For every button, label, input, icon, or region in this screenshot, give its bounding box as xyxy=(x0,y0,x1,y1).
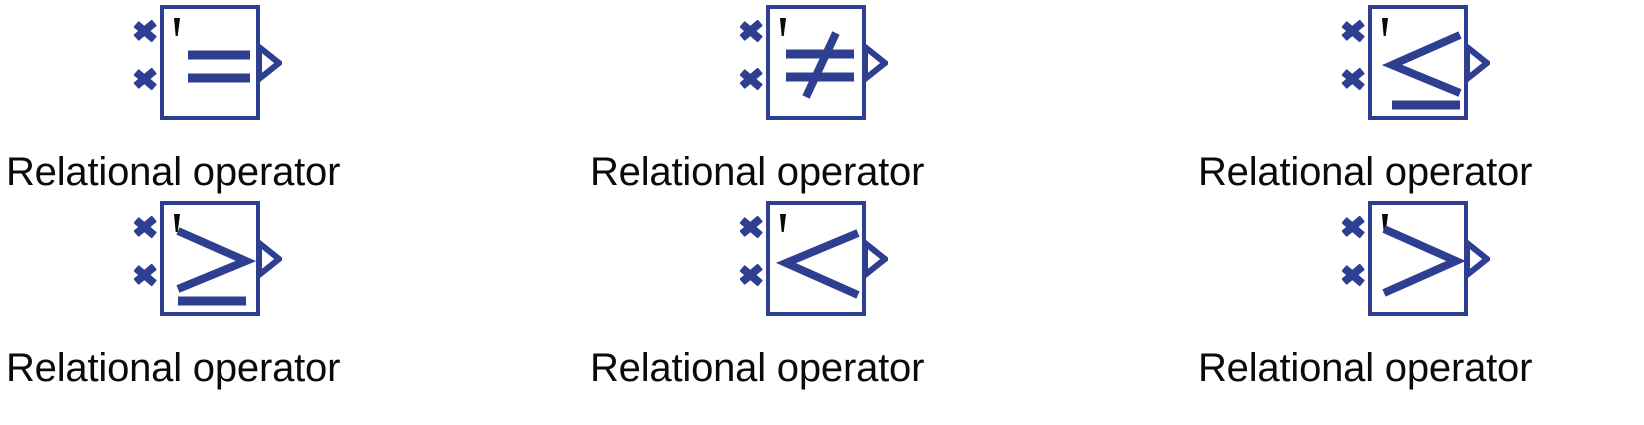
output-port-triangle-icon[interactable] xyxy=(1464,44,1490,82)
block-caption-ge: Relational operator xyxy=(6,346,341,390)
block-caption-gt: Relational operator xyxy=(1198,346,1533,390)
relational-operator-block-ge[interactable] xyxy=(112,196,312,336)
relational-operator-block-lt[interactable] xyxy=(718,196,918,336)
block-caption-neq: Relational operator xyxy=(590,150,925,194)
relational-operator-block-eq[interactable] xyxy=(112,0,312,140)
block-caption-eq: Relational operator xyxy=(6,150,341,194)
operator-symbol-not-equal-to-icon xyxy=(766,5,866,120)
relational-operator-block-le[interactable] xyxy=(1320,0,1520,140)
operator-symbol-less-than-icon xyxy=(766,201,866,316)
block-tick-mark-icon xyxy=(780,214,786,232)
block-tick-mark-icon xyxy=(1382,18,1388,36)
output-port-triangle-icon[interactable] xyxy=(862,240,888,278)
output-port-triangle-icon[interactable] xyxy=(862,44,888,82)
output-port-triangle-icon[interactable] xyxy=(256,44,282,82)
operator-symbol-greater-than-or-equal-to-icon xyxy=(160,201,260,316)
block-tick-mark-icon xyxy=(174,18,180,36)
output-port-triangle-icon[interactable] xyxy=(256,240,282,278)
block-tick-mark-icon xyxy=(174,214,180,232)
relational-operator-block-neq[interactable] xyxy=(718,0,918,140)
block-caption-le: Relational operator xyxy=(1198,150,1533,194)
block-tick-mark-icon xyxy=(780,18,786,36)
relational-operator-block-gt[interactable] xyxy=(1320,196,1520,336)
operator-symbol-greater-than-icon xyxy=(1368,201,1468,316)
output-port-triangle-icon[interactable] xyxy=(1464,240,1490,278)
block-tick-mark-icon xyxy=(1382,214,1388,232)
block-body-neq[interactable] xyxy=(766,5,866,120)
block-caption-lt: Relational operator xyxy=(590,346,925,390)
operator-symbol-equal-to-icon xyxy=(160,5,260,120)
operator-symbol-less-than-or-equal-to-icon xyxy=(1368,5,1468,120)
